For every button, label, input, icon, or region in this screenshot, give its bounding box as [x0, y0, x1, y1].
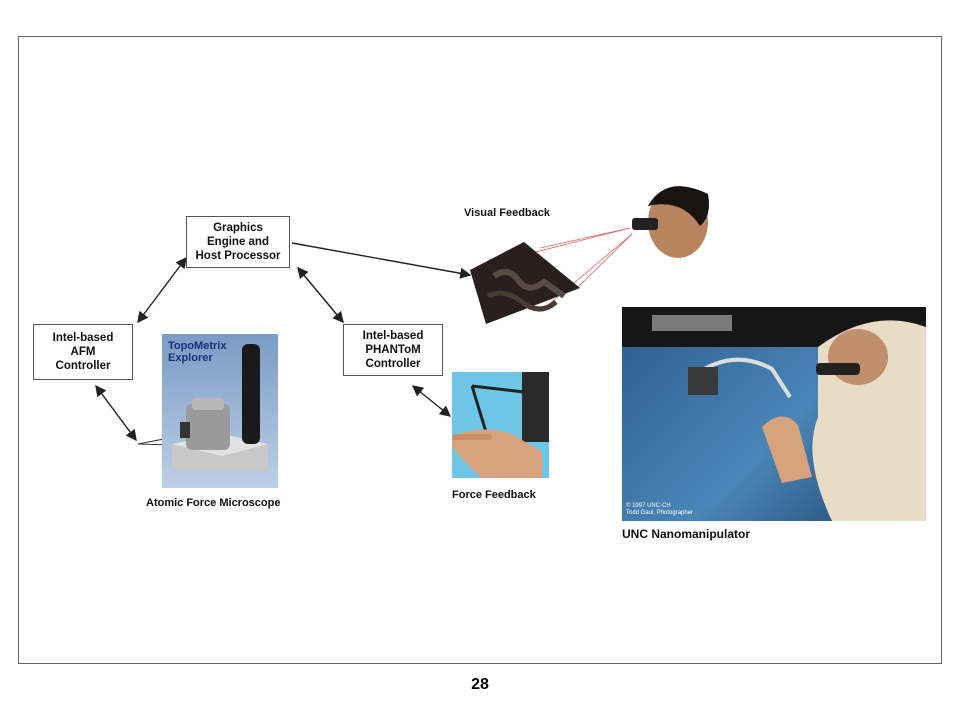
photo-credit: © 1997 UNC-CH Todd Gaul, Photographer: [626, 503, 694, 516]
arrow-afm-microscope: [95, 384, 137, 442]
nanomanipulator-photo: © 1997 UNC-CH Todd Gaul, Photographer: [622, 307, 926, 521]
force-feedback-photo: [452, 372, 549, 478]
graphics-engine-box: Graphics Engine and Host Processor: [186, 216, 290, 268]
afm-controller-box: Intel-based AFM Controller: [33, 324, 133, 380]
phantom-controller-box: Intel-based PHANToM Controller: [343, 324, 443, 376]
phantom-hand-illustration: [452, 372, 549, 478]
slide-frame: [18, 36, 942, 664]
afm-photo: TopoMetrix Explorer: [162, 334, 278, 488]
microscope-illustration: [172, 344, 268, 470]
unc-nanomanipulator-label: UNC Nanomanipulator: [622, 527, 751, 541]
sight-line-4: [574, 233, 633, 291]
atomic-force-microscope-label: Atomic Force Microscope: [146, 497, 281, 509]
arrow-phantom-force: [411, 385, 452, 417]
viewer-head: [632, 186, 709, 258]
arrow-graphics-visual: [291, 242, 472, 279]
surface-render: [470, 242, 580, 324]
arrow-graphics-phantom: [297, 266, 344, 324]
nanomanipulator-illustration: [622, 307, 926, 521]
topometrix-label: TopoMetrix Explorer: [168, 340, 227, 364]
sight-line-2: [539, 227, 631, 249]
force-feedback-label: Force Feedback: [452, 489, 536, 501]
visual-feedback-label: Visual Feedback: [464, 207, 551, 219]
arrow-graphics-afm: [137, 256, 187, 324]
page-number: 28: [471, 676, 489, 693]
